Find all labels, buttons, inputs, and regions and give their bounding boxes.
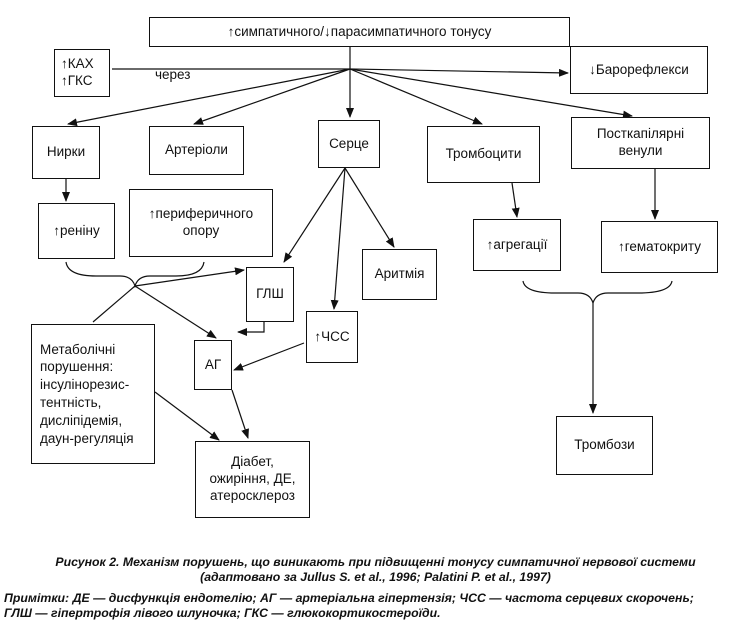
node-metabolic: Метаболічні порушення: інсулінорезис- те… — [31, 324, 155, 464]
diagram-connectors — [62, 47, 673, 441]
brace-left — [65, 261, 205, 289]
edge-brace-glsh — [134, 267, 245, 287]
edge-hub-trombotsyty — [349, 68, 483, 125]
edge-glsh-ag — [237, 322, 265, 336]
edge-ag-diabet — [231, 389, 249, 439]
caption-title-line2: (адаптовано за Jullus S. et al., 1996; P… — [200, 570, 551, 584]
edge-metabolic-diabet — [154, 391, 220, 441]
node-diabet: Діабет, ожиріння, ДЕ, атеросклероз — [195, 441, 310, 518]
caption-note-line2: ГЛШ — гіпертрофія лівого шлуночка; ГКС —… — [4, 606, 441, 620]
node-oporu: ↑периферичного опору — [129, 189, 273, 257]
edge-hub-nyrky — [67, 68, 351, 127]
node-sertse: Серце — [318, 120, 380, 168]
node-hematokrytu: ↑гематокриту — [601, 221, 718, 273]
node-chss: ↑ЧСС — [306, 311, 358, 363]
figure-caption-title: Рисунок 2. Механізм порушень, що виникаю… — [0, 555, 751, 585]
caption-note-line1: Примітки: ДЕ — дисфункція ендотелію; АГ … — [4, 591, 694, 605]
node-top-tone: ↑симпатичного/↓парасимпатичного тонусу — [149, 17, 570, 47]
node-arytmiia: Аритмія — [362, 249, 437, 300]
edge-sertse-arytmiia — [344, 167, 395, 248]
node-kax-gks: ↑КАХ ↑ГКС — [54, 49, 110, 97]
edge-brace-ag — [134, 285, 217, 339]
node-arterioly: Артеріоли — [149, 126, 244, 175]
brace-right — [522, 280, 673, 306]
node-trombozy: Тромбози — [556, 416, 653, 475]
node-ag: АГ — [194, 340, 232, 390]
edge-chss-ag — [233, 342, 305, 371]
edge-trombotsyty-ahrehatsii — [511, 182, 520, 218]
node-nyrky: Нирки — [32, 126, 100, 179]
edge-hub-venuly — [349, 68, 633, 119]
edge-hub-baro — [349, 68, 569, 77]
edge-brace-metabolic — [92, 285, 136, 323]
caption-title-line1: Рисунок 2. Механізм порушень, що виникаю… — [55, 555, 696, 569]
node-ahrehatsii: ↑агрегації — [473, 219, 561, 271]
edge-sertse-chss — [330, 167, 346, 310]
edge-hub-arterioly — [193, 68, 351, 125]
node-trombotsyty: Тромбоцити — [427, 126, 540, 183]
edge-sertse-glsh — [283, 167, 346, 263]
edge-label-cherez: через — [155, 67, 191, 82]
node-glsh: ГЛШ — [246, 267, 294, 322]
node-venuly: Посткапілярні венули — [571, 117, 710, 169]
node-reninu: ↑реніну — [38, 203, 115, 259]
node-baroreflexes: ↓Барорефлекси — [570, 46, 708, 94]
figure-caption-notes: Примітки: ДЕ — дисфункція ендотелію; АГ … — [0, 591, 751, 621]
